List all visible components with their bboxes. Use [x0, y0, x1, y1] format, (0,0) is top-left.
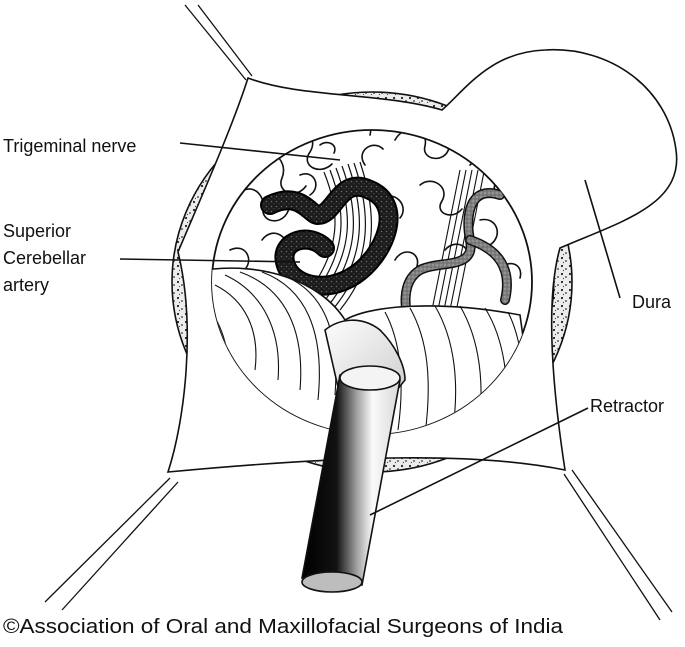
- label-trigeminal-nerve: Trigeminal nerve: [3, 136, 136, 156]
- label-sca-line2: Cerebellar: [3, 248, 86, 268]
- label-retractor: Retractor: [590, 396, 664, 416]
- gray-vessel: [400, 188, 512, 335]
- leader-dura: [584, 179, 621, 299]
- label-sca-line3: artery: [3, 275, 49, 295]
- leader-trigeminal: [179, 142, 341, 161]
- suture-lines: [44, 4, 673, 621]
- leader-retractor: [369, 407, 589, 516]
- label-dura: Dura: [632, 292, 672, 312]
- label-sca-line1: Superior: [3, 221, 71, 241]
- copyright-notice: ©Association of Oral and Maxillofacial S…: [3, 616, 564, 638]
- leader-lines: [119, 142, 621, 516]
- retractor: [301, 319, 406, 593]
- leader-sca: [119, 258, 301, 263]
